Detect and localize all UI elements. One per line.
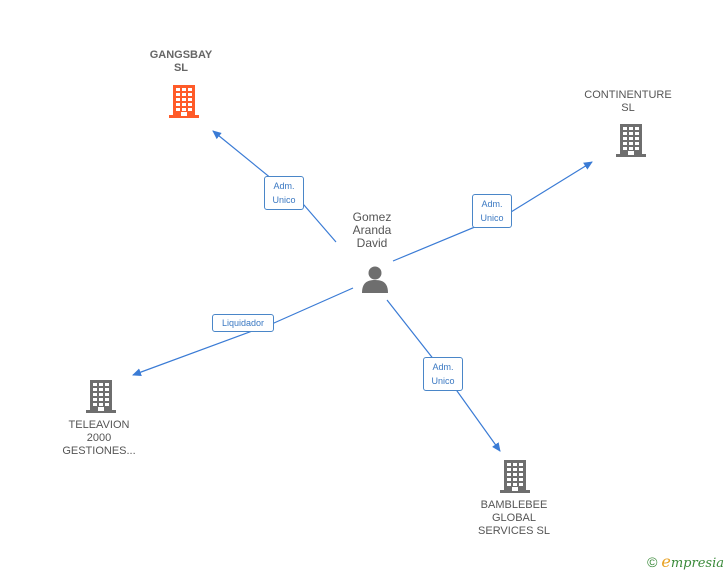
edge-label-continenture[interactable]: Adm. Unico [472, 194, 512, 228]
brand-initial: e [661, 552, 671, 571]
company-name-line: CONTINENTURE [584, 89, 672, 101]
company-name-line: GANGSBAY [149, 49, 213, 61]
edge-label-line: Adm. [481, 199, 503, 209]
brand-name: mpresia [670, 556, 724, 571]
person-name-line: Gomez [352, 210, 392, 224]
company-name-line: SL [173, 62, 189, 74]
edge-label-teleavion[interactable]: Liquidador [212, 314, 274, 332]
building-icon[interactable] [85, 379, 117, 413]
company-label-teleavion[interactable]: TELEAVION 2000 GESTIONES... [49, 419, 149, 458]
building-icon[interactable] [499, 459, 531, 493]
edge-label-line: Adm. [432, 362, 454, 372]
company-name-line: BAMBLEBEE [480, 499, 548, 511]
edge-label-gangsbay[interactable]: Adm. Unico [264, 176, 304, 210]
edge-label-line: Unico [431, 376, 455, 386]
edge-label-bamblebee[interactable]: Adm. Unico [423, 357, 463, 391]
empresia-logo[interactable]: ©empresia [647, 552, 724, 571]
copyright-symbol: © [647, 554, 658, 570]
person-icon[interactable] [360, 264, 390, 294]
company-name-line: GESTIONES... [62, 445, 136, 457]
center-person-name[interactable]: Gomez Aranda David [332, 211, 412, 250]
company-label-bamblebee[interactable]: BAMBLEBEE GLOBAL SERVICES SL [464, 499, 564, 538]
company-name-line: TELEAVION [68, 419, 130, 431]
company-name-line: 2000 [86, 432, 112, 444]
company-name-line: SL [621, 102, 635, 114]
person-name-line: Aranda [352, 223, 392, 237]
edge-line-gangsbay [212, 130, 337, 243]
edge-label-line: Liquidador [221, 318, 265, 328]
edge-label-line: Adm. [273, 181, 295, 191]
company-name-line: SERVICES SL [478, 525, 550, 537]
company-label-gangsbay[interactable]: GANGSBAY SL [131, 49, 231, 75]
building-icon[interactable] [168, 84, 200, 118]
edge-label-line: Unico [272, 195, 296, 205]
edge-line-teleavion [132, 287, 354, 376]
company-name-line: GLOBAL [491, 512, 537, 524]
building-icon[interactable] [615, 123, 647, 157]
edge-label-line: Unico [480, 213, 504, 223]
person-name-line: David [356, 236, 388, 250]
company-label-continenture[interactable]: CONTINENTURE SL [573, 89, 683, 115]
